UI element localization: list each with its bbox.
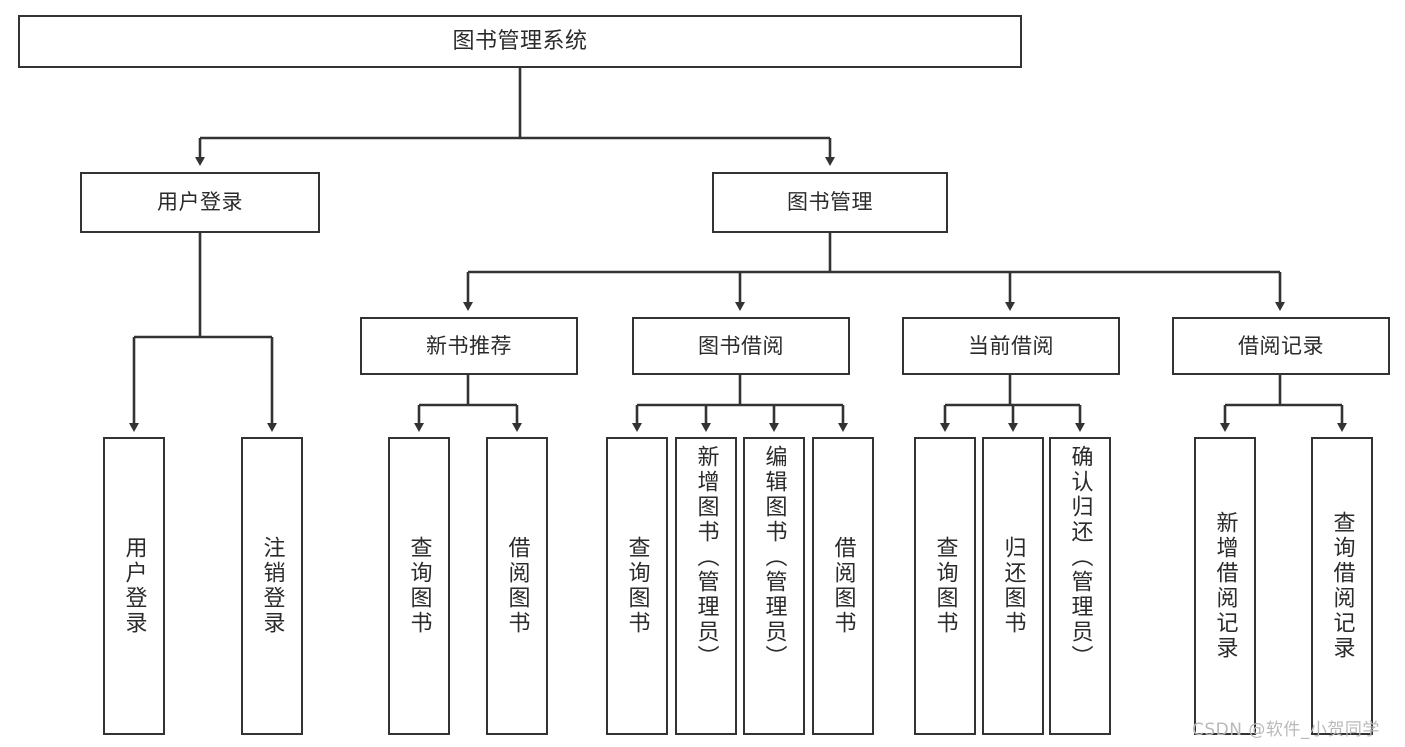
leaf-borrow-record-add-record[interactable]: 新增借阅记录 — [1194, 437, 1256, 735]
node-label: 借阅图书 — [504, 536, 530, 636]
node-label: 查询借阅记录 — [1329, 511, 1355, 661]
node-book-borrow[interactable]: 图书借阅 — [632, 317, 850, 375]
leaf-book-borrow-edit-book-admin[interactable]: 编辑图书（管理员） — [743, 437, 805, 735]
node-label: 用户登录 — [121, 536, 147, 636]
leaf-borrow-record-query-record[interactable]: 查询借阅记录 — [1311, 437, 1373, 735]
node-current-borrow[interactable]: 当前借阅 — [902, 317, 1120, 375]
leaf-user-login-login[interactable]: 用户登录 — [103, 437, 165, 735]
leaf-book-borrow-add-book-admin[interactable]: 新增图书（管理员） — [675, 437, 737, 735]
node-label: 新书推荐 — [426, 333, 512, 358]
watermark-text: CSDN @软件_小贺同学 — [1192, 720, 1380, 740]
leaf-new-book-query-book[interactable]: 查询图书 — [388, 437, 450, 735]
node-label: 图书管理 — [787, 190, 873, 215]
node-label: 借阅记录 — [1238, 333, 1324, 358]
node-borrow-record[interactable]: 借阅记录 — [1172, 317, 1390, 375]
node-label: 借阅图书 — [830, 536, 856, 636]
node-label: 用户登录 — [157, 190, 243, 215]
node-label: 新增借阅记录 — [1212, 511, 1238, 661]
node-label: 图书借阅 — [698, 333, 784, 358]
node-user-login[interactable]: 用户登录 — [80, 172, 320, 233]
node-book-management[interactable]: 图书管理 — [712, 172, 948, 233]
node-label: 注销登录 — [259, 536, 285, 636]
node-label: 图书管理系统 — [452, 28, 588, 54]
node-label: 归还图书 — [1000, 536, 1026, 636]
node-label: 查询图书 — [932, 536, 958, 636]
node-label: 查询图书 — [624, 536, 650, 636]
leaf-book-borrow-borrow-book[interactable]: 借阅图书 — [812, 437, 874, 735]
leaf-current-borrow-query-book[interactable]: 查询图书 — [914, 437, 976, 735]
node-label: 查询图书 — [406, 536, 432, 636]
node-label: 确认归还（管理员） — [1067, 445, 1093, 670]
node-label: 当前借阅 — [968, 333, 1054, 358]
leaf-current-borrow-return-book[interactable]: 归还图书 — [982, 437, 1044, 735]
node-label: 编辑图书（管理员） — [761, 445, 787, 670]
node-label: 新增图书（管理员） — [693, 445, 719, 670]
node-new-book-recommend[interactable]: 新书推荐 — [360, 317, 578, 375]
leaf-current-borrow-confirm-return-admin[interactable]: 确认归还（管理员） — [1049, 437, 1111, 735]
leaf-user-login-logout[interactable]: 注销登录 — [241, 437, 303, 735]
leaf-new-book-borrow-book[interactable]: 借阅图书 — [486, 437, 548, 735]
node-root-book-management-system[interactable]: 图书管理系统 — [18, 15, 1022, 68]
leaf-book-borrow-query-book[interactable]: 查询图书 — [606, 437, 668, 735]
